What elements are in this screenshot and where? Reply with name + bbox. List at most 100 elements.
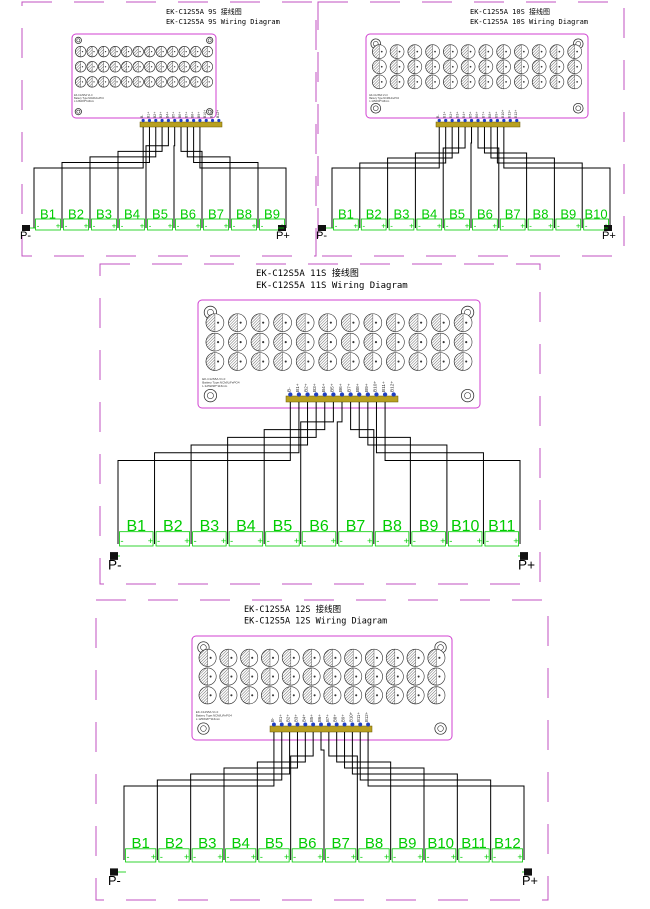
connector-pin-label: B11+ [507,110,511,118]
connector-pin [437,118,441,123]
cell-minus-mark: - [193,852,196,862]
cell-label: B7 [208,206,224,221]
capacitor-hatch [496,44,504,59]
cell-label: B12 [494,835,521,852]
capacitor-dot [465,341,468,344]
cell-plus-mark: + [517,852,522,862]
capacitor-dot [329,321,332,324]
capacitor-dot [355,675,358,678]
capacitor-dot [396,656,399,659]
connector-pin [463,118,467,123]
connector-pin-label: B1+ [295,383,301,392]
cell-label: B6 [180,206,196,221]
capacitor-dot [352,360,355,363]
mounting-hole-inner [464,392,471,399]
capacitor-dot [451,81,454,83]
cell-box [484,531,519,547]
capacitor-hatch [549,59,558,74]
capacitor-dot [505,81,507,83]
capacitor-dot [558,81,561,83]
capacitor-hatch [443,44,451,59]
capacitor-hatch [323,686,333,705]
cell-minus-mark: - [160,852,163,862]
connector-pin [303,722,308,727]
cell-box [301,531,337,547]
connector-pin [166,118,170,123]
capacitor-hatch [389,74,398,90]
connector-pin [495,118,499,123]
capacitor-dot [397,321,400,324]
wire [367,402,448,544]
connector-pin-label: B12+ [364,711,369,722]
negative-terminal-label: P- [20,230,31,242]
capacitor-hatch [407,44,416,59]
diagram-frame [95,599,549,901]
capacitor-hatch [427,686,437,705]
capacitor-dot [292,656,295,659]
mounting-hole [206,36,214,44]
board-text-line: EK-C12S5A V1.0 [74,94,93,97]
wire [336,402,343,544]
wire [173,127,176,228]
connector-pin-label: B9+ [494,112,498,118]
connector-pin [296,392,302,397]
cell-plus-mark: + [294,536,300,547]
cell-plus-mark: + [381,221,386,230]
capacitor-dot [420,360,423,363]
capacitor-hatch [454,352,464,371]
mounting-hole-inner [437,725,444,732]
cell-box [147,218,173,231]
capacitor-hatch [205,313,216,332]
negative-terminal-label: P- [108,873,121,888]
capacitor-hatch [75,46,81,58]
capacitor-hatch [273,313,283,332]
connector-pin-label: B6+ [317,714,322,722]
capacitor-dot [380,65,383,68]
capacitor-hatch [121,76,127,88]
capacitor-hatch [443,74,451,90]
capacitor-hatch [167,61,173,73]
board-text-line: EK-C12S5A V1.0 [369,94,388,97]
capacitor-dot [434,81,436,83]
capacitor-hatch [86,76,93,88]
capacitor-hatch [454,332,464,352]
cell-minus-mark: - [303,536,306,547]
capacitor-dot [451,50,454,53]
connector-pin-label: B7+ [325,714,330,722]
cell-plus-mark: + [217,852,222,862]
connector-pin [295,722,300,727]
capacitor-hatch [132,76,139,88]
cell-minus-mark: - [157,536,160,547]
capacitor-hatch [75,76,81,88]
mounting-hole [74,36,82,44]
cell-minus-mark: - [293,852,296,862]
cell-plus-mark: + [221,536,227,547]
connector-pin-label: B11+ [356,712,361,722]
diagram-title-en: EK-C12S5A 11S Wiring Diagram [256,281,408,291]
connector-pin-label: B7+ [184,112,188,118]
capacitor-dot [487,81,490,83]
capacitor-dot [487,65,490,68]
wire [193,127,259,228]
connector-pin-label: B8+ [333,714,338,722]
capacitor-hatch [302,686,312,705]
capacitor-dot [307,321,310,324]
capacitor-dot [262,341,265,344]
wire [227,402,317,544]
capacitor-dot [271,656,275,659]
cell-plus-mark: + [409,221,414,230]
board-text-line: L:125W2P*116mm [369,100,389,103]
connector-pin-label: B3+ [456,112,460,118]
negative-terminal [318,225,326,231]
connector-pin [173,118,177,123]
cell-label: B9 [560,206,576,221]
cell-plus-mark: + [576,221,581,230]
capacitor-hatch [408,352,419,371]
cell-box [119,531,154,547]
capacitor-hatch [178,46,185,58]
capacitor-dot [239,360,242,363]
capacitor-hatch [219,649,229,667]
capacitor-hatch [389,44,398,59]
wire [331,127,440,228]
capacitor-hatch [282,686,291,705]
